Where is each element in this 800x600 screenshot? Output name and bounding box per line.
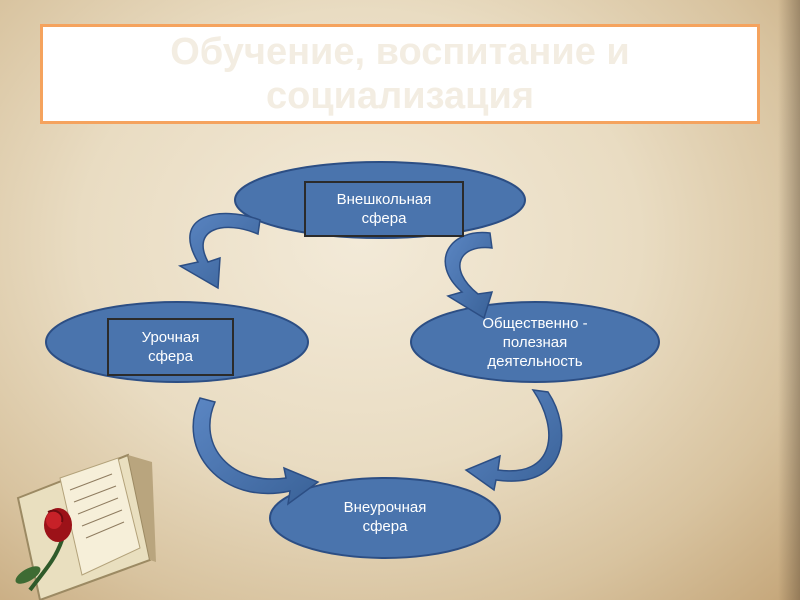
node-right-label: Общественно - полезная деятельность	[482, 315, 588, 370]
arrow-left-to-bottom	[192, 397, 320, 506]
book-rose-illustration	[15, 453, 156, 600]
node-left-label: Урочная сфера	[141, 329, 200, 365]
arrow-top-to-right	[444, 231, 494, 320]
node-bottom-ellipse	[269, 477, 501, 559]
node-left-label-box: Урочная сфера	[107, 318, 234, 376]
title-banner: Обучение, воспитание и социализация	[40, 24, 760, 124]
arrow-right-to-bottom	[464, 389, 563, 492]
node-right-ellipse	[410, 301, 660, 383]
arrow-top-to-left	[177, 212, 261, 290]
node-top-label: Внешкольная сфера	[336, 191, 432, 227]
page-edge-shadow	[778, 0, 800, 600]
node-top-label-box: Внешкольная сфера	[304, 181, 464, 237]
page-title: Обучение, воспитание и социализация	[170, 31, 630, 117]
node-bottom-label: Внеурочная сфера	[343, 499, 427, 535]
